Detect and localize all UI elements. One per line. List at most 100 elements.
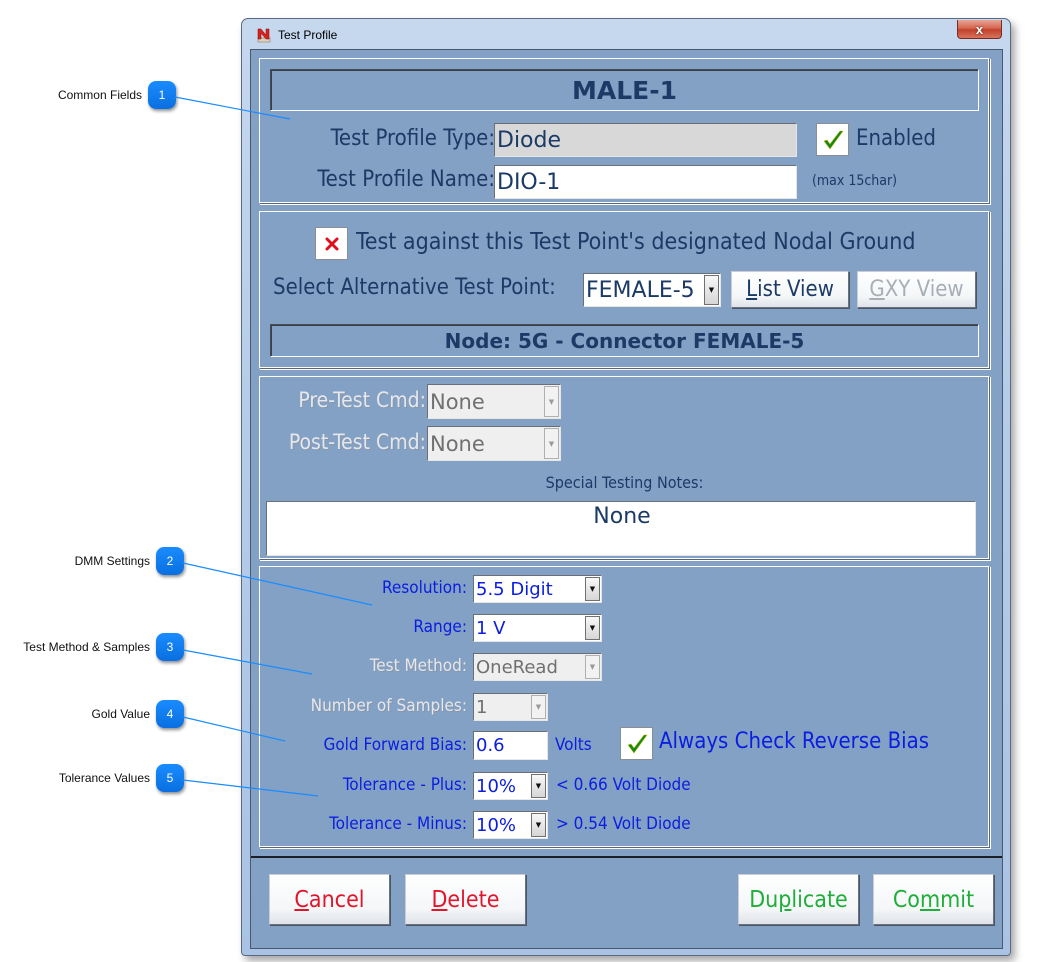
callout-badge-1: 1 — [148, 81, 176, 109]
commands-panel: Pre-Test Cmd: None ▼ Post-Test Cmd: None… — [259, 376, 990, 560]
test-method-value: OneRead — [476, 656, 558, 678]
number-of-samples-value: 1 — [476, 696, 488, 718]
duplicate-label-post: licate — [791, 886, 848, 913]
callout-label-test-method-samples: Test Method & Samples — [23, 640, 150, 654]
post-test-cmd-dropdown[interactable]: None ▼ — [427, 426, 561, 461]
resolution-dropdown[interactable]: 5.5 Digit ▼ — [473, 575, 602, 603]
gold-forward-bias-unit: Volts — [555, 735, 592, 755]
name-length-hint: (max 15char) — [812, 173, 898, 189]
gold-forward-bias-value: 0.6 — [476, 735, 505, 756]
duplicate-label-pre: Du — [749, 886, 779, 913]
always-check-reverse-bias-checkbox[interactable] — [620, 727, 653, 760]
commit-label-pre: Co — [892, 886, 920, 913]
cancel-label-post: ancel — [308, 886, 365, 913]
title-bar[interactable]: Test Profile x — [242, 19, 1010, 49]
app-icon — [256, 27, 272, 43]
nodal-ground-checkbox[interactable] — [315, 227, 348, 260]
enabled-checkbox[interactable] — [816, 123, 849, 156]
post-test-cmd-label: Post-Test Cmd: — [288, 430, 426, 454]
chevron-down-icon[interactable]: ▼ — [531, 695, 546, 719]
duplicate-accelerator: p — [778, 886, 792, 913]
close-icon: x — [975, 21, 984, 37]
enabled-label[interactable]: Enabled — [856, 126, 936, 151]
test-profile-name-value: DIO-1 — [497, 169, 561, 195]
chevron-down-icon[interactable]: ▼ — [585, 655, 600, 679]
callout-badge-2: 2 — [156, 547, 184, 575]
special-notes-value: None — [593, 504, 651, 529]
resolution-label: Resolution: — [382, 578, 467, 598]
range-value: 1 V — [476, 617, 506, 639]
gold-forward-bias-input[interactable]: 0.6 — [473, 731, 548, 760]
tolerance-plus-dropdown[interactable]: 10% ▼ — [473, 772, 548, 800]
alternative-test-point-value: FEMALE-5 — [586, 277, 695, 303]
chevron-down-icon[interactable]: ▼ — [531, 813, 546, 837]
tolerance-plus-note: < 0.66 Volt Diode — [556, 775, 691, 795]
chevron-down-icon[interactable]: ▼ — [544, 428, 559, 459]
special-notes-textarea[interactable]: None — [266, 501, 976, 556]
chevron-down-icon[interactable]: ▼ — [585, 616, 600, 640]
cancel-accelerator: C — [294, 886, 309, 913]
test-profile-type-label: Test Profile Type: — [330, 126, 495, 151]
callout-badge-4: 4 — [156, 700, 184, 728]
callout-badge-3: 3 — [156, 633, 184, 661]
always-check-reverse-bias-label[interactable]: Always Check Reverse Bias — [659, 729, 930, 754]
dmm-settings-panel: Resolution: 5.5 Digit ▼ Range: 1 V ▼ Tes… — [259, 566, 990, 848]
node-info-box: Node: 5G - Connector FEMALE-5 — [270, 324, 979, 357]
x-mark-icon — [325, 237, 338, 250]
callout-label-common-fields: Common Fields — [57, 88, 142, 102]
number-of-samples-label: Number of Samples: — [310, 696, 467, 716]
test-method-label: Test Method: — [369, 656, 467, 676]
test-point-title: MALE-1 — [270, 69, 979, 111]
test-profile-name-input[interactable]: DIO-1 — [494, 165, 797, 199]
checkmark-icon — [823, 130, 844, 150]
chevron-down-icon[interactable]: ▼ — [585, 577, 600, 601]
number-of-samples-dropdown[interactable]: 1 ▼ — [473, 693, 548, 721]
tolerance-plus-value: 10% — [476, 775, 517, 797]
callout-label-tolerance-values: Tolerance Values — [58, 771, 150, 785]
alternative-test-point-dropdown[interactable]: FEMALE-5 ▼ — [583, 273, 721, 307]
test-profile-type-value: Diode — [497, 127, 562, 153]
list-view-accelerator: L — [746, 277, 758, 302]
callout-label-dmm-settings: DMM Settings — [74, 554, 150, 568]
resolution-value: 5.5 Digit — [476, 578, 553, 600]
dialog-client-area: MALE-1 Test Profile Type: Diode Enabled … — [250, 49, 1003, 949]
test-method-dropdown[interactable]: OneRead ▼ — [473, 653, 602, 681]
pre-test-cmd-dropdown[interactable]: None ▼ — [427, 384, 561, 419]
alternative-test-point-label: Select Alternative Test Point: — [273, 275, 556, 300]
range-dropdown[interactable]: 1 V ▼ — [473, 614, 602, 642]
tolerance-minus-value: 10% — [476, 814, 517, 836]
commit-accelerator: m — [919, 886, 941, 913]
chevron-down-icon[interactable]: ▼ — [704, 275, 719, 305]
tolerance-plus-label: Tolerance - Plus: — [342, 775, 467, 795]
delete-label-post: elete — [447, 886, 500, 913]
gold-forward-bias-label: Gold Forward Bias: — [323, 735, 467, 755]
pre-test-cmd-label: Pre-Test Cmd: — [298, 388, 426, 412]
nodal-ground-label[interactable]: Test against this Test Point's designate… — [356, 229, 916, 255]
gxy-view-label-post: XY View — [884, 277, 964, 302]
checkmark-icon — [627, 734, 648, 754]
test-profile-type-field: Diode — [494, 123, 797, 157]
callout-badge-5: 5 — [156, 764, 184, 792]
tolerance-minus-dropdown[interactable]: 10% ▼ — [473, 811, 548, 839]
delete-accelerator: D — [431, 886, 448, 913]
test-point-panel: Test against this Test Point's designate… — [259, 211, 990, 369]
tolerance-minus-note: > 0.54 Volt Diode — [556, 814, 691, 834]
post-test-cmd-value: None — [430, 431, 485, 456]
special-notes-label: Special Testing Notes: — [545, 473, 704, 492]
test-profile-name-label: Test Profile Name: — [317, 167, 495, 192]
callout-label-gold-value: Gold Value — [91, 707, 150, 721]
range-label: Range: — [413, 617, 467, 637]
chevron-down-icon[interactable]: ▼ — [531, 774, 546, 798]
window-title: Test Profile — [278, 28, 338, 42]
close-button[interactable]: x — [957, 20, 1002, 39]
tolerance-minus-label: Tolerance - Minus: — [329, 814, 467, 834]
chevron-down-icon[interactable]: ▼ — [544, 386, 559, 417]
test-profile-window: Test Profile x MALE-1 Test Profile Type:… — [241, 18, 1011, 956]
